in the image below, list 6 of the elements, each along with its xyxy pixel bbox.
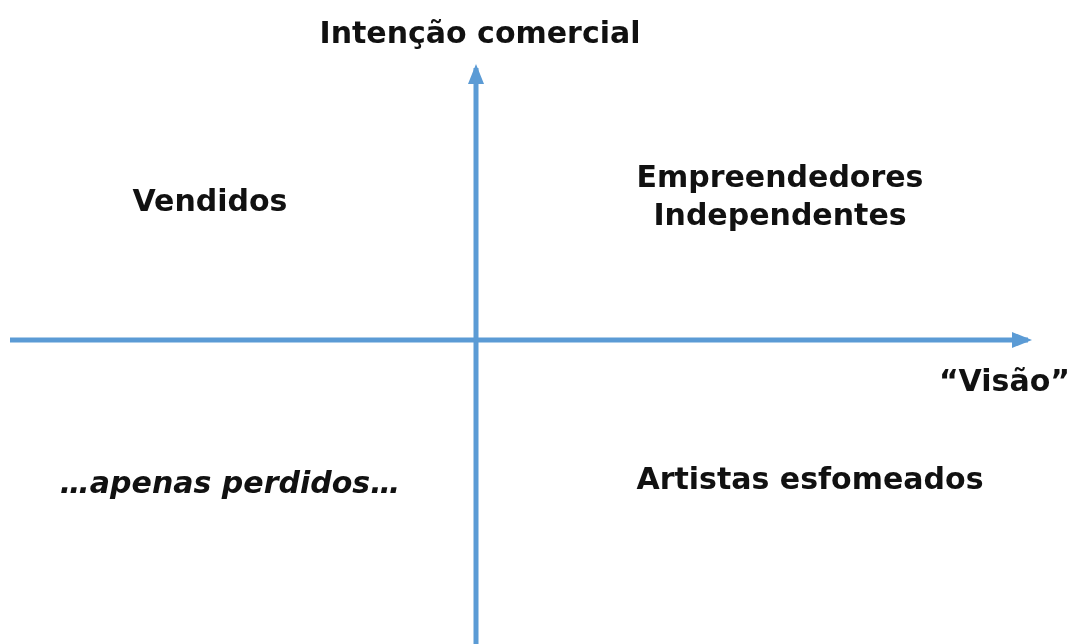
quadrant-label: Vendidos	[131, 182, 289, 220]
quadrant-label: Empreendedores Independentes	[635, 158, 925, 234]
axis-title: “Visão”	[937, 362, 1070, 400]
axis-title: Intenção comercial	[318, 14, 642, 52]
quadrant-label: …apenas perdidos…	[58, 464, 402, 502]
quadrant-label: Artistas esfomeados	[635, 460, 985, 498]
